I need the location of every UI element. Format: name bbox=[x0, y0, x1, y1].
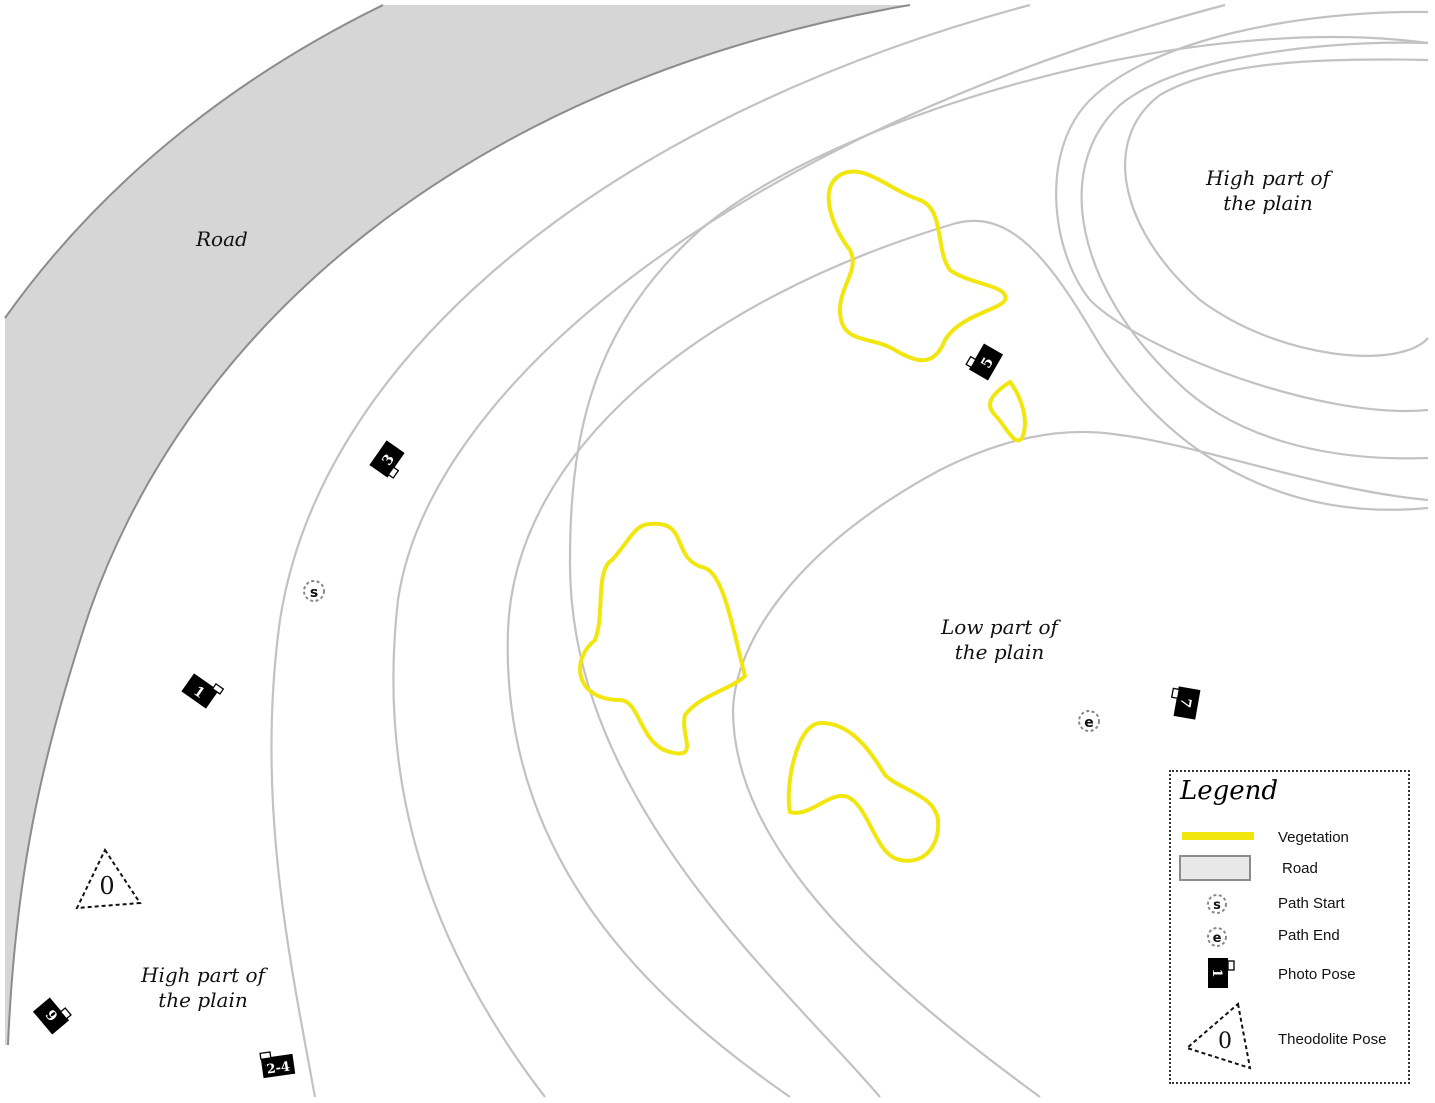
path-start-icon: s bbox=[1207, 894, 1227, 914]
legend-symbol: e bbox=[1213, 931, 1222, 946]
path-end-marker[interactable]: e bbox=[1078, 710, 1100, 732]
vegetation-patch bbox=[988, 379, 1027, 443]
label-line: the plain bbox=[1223, 191, 1313, 215]
label-line: the plain bbox=[158, 988, 248, 1012]
legend-label-photo-pose: Photo Pose bbox=[1278, 966, 1356, 983]
photo-pose-1[interactable]: 1 bbox=[181, 670, 225, 710]
contour-line bbox=[392, 3, 1226, 1098]
vegetation-patch bbox=[578, 521, 748, 756]
contour-line bbox=[506, 219, 1429, 1098]
legend-symbol: s bbox=[1213, 898, 1221, 913]
contour-lines bbox=[270, 3, 1429, 1098]
photo-pose-3[interactable]: 3 bbox=[369, 440, 408, 480]
photo-pose-label: 7 bbox=[1176, 696, 1193, 708]
photo-pose-5[interactable]: 5 bbox=[965, 341, 1004, 381]
vegetation bbox=[578, 169, 1027, 863]
vegetation-line-icon bbox=[1182, 832, 1254, 840]
photo-pose-6[interactable]: 6 bbox=[32, 994, 73, 1035]
vegetation-patch bbox=[786, 720, 941, 863]
contour-line bbox=[1055, 10, 1429, 413]
legend-label-vegetation: Vegetation bbox=[1278, 829, 1349, 846]
road-area bbox=[5, 5, 910, 1045]
road-edge-inner bbox=[7, 4, 911, 1046]
label-line: Low part of bbox=[941, 615, 1058, 639]
label-line: High part of bbox=[1206, 166, 1331, 190]
theodolite-pose-marker[interactable]: 0 bbox=[75, 847, 142, 910]
theodolite-label: 0 bbox=[99, 872, 114, 900]
label-line: High part of bbox=[141, 963, 266, 987]
path-end-icon: e bbox=[1207, 927, 1227, 947]
low-plain-label: Low part of the plain bbox=[941, 615, 1058, 665]
legend-title: Legend bbox=[1180, 776, 1279, 806]
legend: Legend s e 1 0 Vegetation Road Path Star… bbox=[1169, 770, 1410, 1084]
photo-pose-7[interactable]: 7 bbox=[1169, 685, 1201, 720]
photo-pose-2-4[interactable]: 2-4 bbox=[259, 1049, 296, 1079]
legend-icons: s e 1 0 bbox=[1179, 832, 1254, 1070]
contour-line bbox=[1124, 58, 1429, 357]
label-line: the plain bbox=[954, 640, 1045, 664]
photo-pose-label: 2-4 bbox=[266, 1059, 291, 1077]
path-end-label: e bbox=[1084, 715, 1094, 731]
high-plain-label-bottom-left: High part of the plain bbox=[141, 963, 265, 1013]
road-label: Road bbox=[196, 227, 248, 251]
road-swatch-icon bbox=[1179, 855, 1251, 881]
legend-label-road: Road bbox=[1282, 860, 1318, 877]
camera-icon: 1 bbox=[1208, 958, 1235, 988]
legend-symbol: 1 bbox=[1209, 968, 1224, 977]
contour-line bbox=[270, 3, 1031, 1098]
path-start-marker[interactable]: s bbox=[303, 580, 325, 602]
high-plain-label-top-right: High part of the plain bbox=[1206, 166, 1330, 216]
theodolite-triangle-icon: 0 bbox=[1184, 1002, 1252, 1070]
legend-symbol: 0 bbox=[1218, 1029, 1232, 1054]
road-edge-outer bbox=[4, 4, 384, 319]
legend-label-theodolite-pose: Theodolite Pose bbox=[1278, 1031, 1387, 1048]
legend-label-path-start: Path Start bbox=[1278, 895, 1345, 912]
legend-label-path-end: Path End bbox=[1278, 927, 1340, 944]
path-start-label: s bbox=[310, 585, 318, 601]
vegetation-patch bbox=[826, 169, 1008, 363]
contour-line bbox=[731, 430, 1429, 1098]
